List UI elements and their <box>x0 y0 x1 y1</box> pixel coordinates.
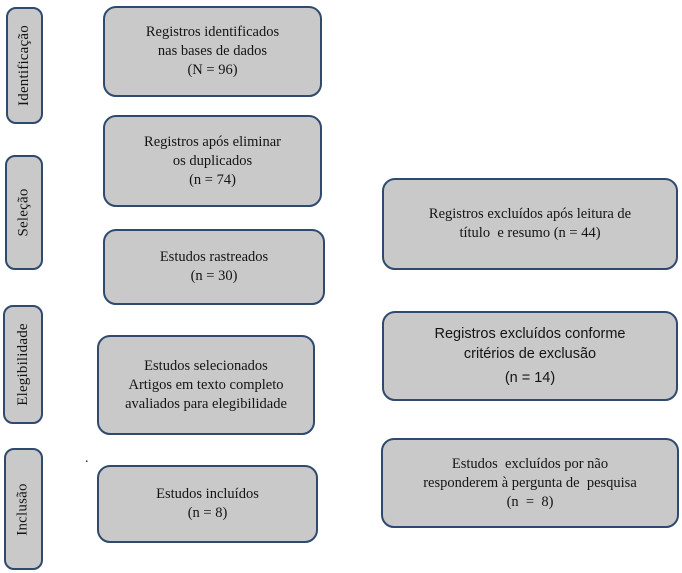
box-estudos-selecionados: Estudos selecionados Artigos em texto co… <box>97 335 315 435</box>
stage-label-text: Seleção <box>15 188 32 237</box>
box-text-line: Estudos rastreados <box>159 249 269 265</box>
box-text-line: Registros excluídos conforme <box>434 326 626 342</box>
box-registros-identificados: Registros identificados nas bases de dad… <box>103 6 322 97</box>
box-text-line: Estudos excluídos por não <box>451 455 609 472</box>
box-text-line: nas bases de dados <box>157 43 268 59</box>
box-text-line: Estudos incluídos <box>156 486 259 502</box>
box-excluidos-pergunta-pesquisa: Estudos excluídos por não responderem à … <box>381 438 679 528</box>
box-text-line: (N = 96) <box>187 62 238 78</box>
box-text-line: (n = 74) <box>189 171 236 188</box>
stage-label-elegibilidade: Elegibilidade <box>3 305 43 424</box>
box-text-line: (n = 14) <box>504 370 556 386</box>
box-text-line: (n = 30) <box>190 268 238 284</box>
box-text-line: Registros excluídos após leitura de <box>428 206 632 222</box>
box-text-line: avaliados para elegibilidade <box>125 395 287 412</box>
box-estudos-rastreados: Estudos rastreados (n = 30) <box>103 229 325 305</box>
box-text-line: os duplicados <box>172 152 253 169</box>
box-text-line: Registros após eliminar <box>144 133 281 150</box>
box-registros-sem-duplicados: Registros após eliminar os duplicados (n… <box>103 115 322 207</box>
box-text-line: Estudos selecionados <box>144 357 268 374</box>
box-excluidos-titulo-resumo: Registros excluídos após leitura de títu… <box>382 178 678 270</box>
stage-label-identificacao: Identificação <box>6 7 43 124</box>
box-excluidos-criterios: Registros excluídos conforme critérios d… <box>382 311 678 401</box>
box-text-line: responderem à pergunta de pesquisa <box>423 474 637 491</box>
box-text-line: (n = 8) <box>506 493 554 510</box>
box-text-line: Artigos em texto completo <box>128 376 284 393</box>
stage-label-text: Inclusão <box>15 482 32 536</box>
box-text-line: (n = 8) <box>187 505 228 521</box>
box-estudos-incluidos: Estudos incluídos (n = 8) <box>97 465 318 543</box>
box-text-line: Registros identificados <box>145 24 280 40</box>
stray-dot-mark: . <box>85 451 89 466</box>
box-text-line: critérios de exclusão <box>463 346 597 362</box>
stage-label-inclusao: Inclusão <box>4 448 43 570</box>
stage-label-text: Identificação <box>16 25 33 106</box>
box-text-line: título e resumo (n = 44) <box>459 225 601 241</box>
stage-label-text: Elegibilidade <box>14 323 31 406</box>
stage-label-selecao: Seleção <box>5 155 43 270</box>
